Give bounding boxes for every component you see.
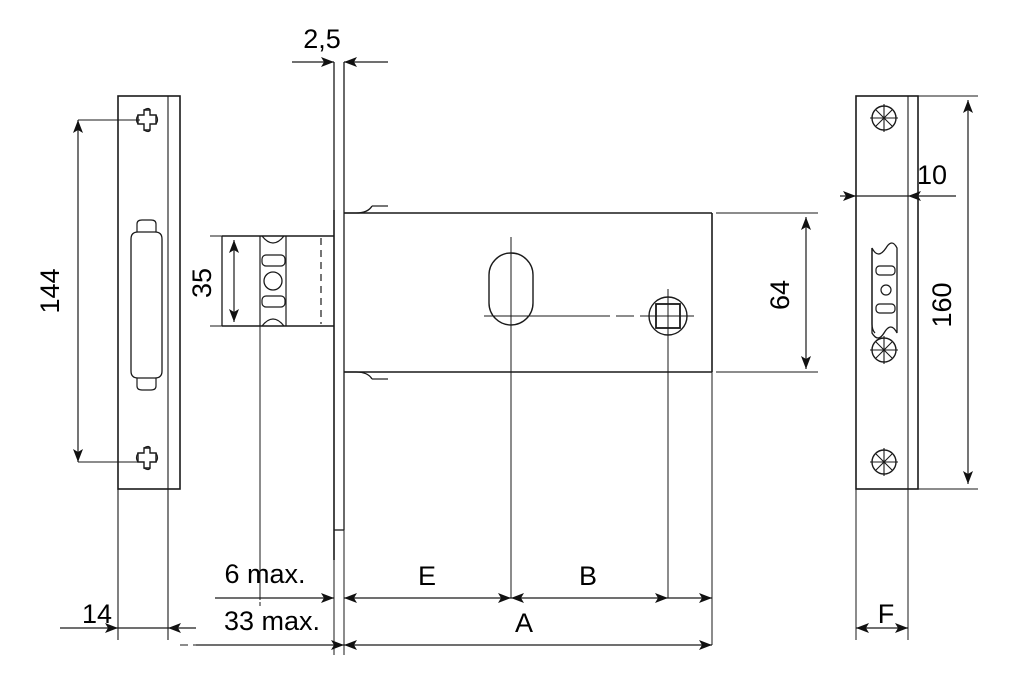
- dim-144: [73, 119, 140, 463]
- label-E: E: [418, 561, 436, 591]
- faceplate-front-view: [117, 95, 181, 640]
- strike-screw-bottom: [870, 448, 898, 476]
- label-A: A: [515, 608, 533, 638]
- label-F: F: [878, 599, 895, 629]
- strike-screw-top: [870, 104, 898, 132]
- faceplate-latch-opening: [130, 219, 163, 391]
- label-64: 64: [765, 280, 795, 310]
- label-33max: 33 max.: [224, 606, 320, 636]
- label-14: 14: [82, 599, 112, 629]
- label-B: B: [579, 561, 597, 591]
- label-10: 10: [917, 160, 947, 190]
- cylinder-hole: [484, 237, 540, 400]
- lock-case-outline: [344, 205, 713, 380]
- lock-body-side-view: [221, 62, 713, 655]
- label-6max: 6 max.: [224, 559, 305, 589]
- label-144: 144: [35, 268, 65, 313]
- strike-plate-front-view: [855, 95, 919, 640]
- faceplate-screw-bottom: [135, 445, 159, 471]
- strike-screw-middle: [870, 336, 898, 364]
- faceplate-outline: [117, 95, 181, 490]
- dim-row-upper: [215, 560, 712, 606]
- strike-latch-opening: [871, 242, 898, 339]
- label-2-5: 2,5: [303, 24, 341, 54]
- spindle-hole: [642, 289, 694, 400]
- dim-160: [912, 95, 978, 490]
- label-35: 35: [187, 268, 217, 298]
- latch-bolt-projection: [221, 235, 334, 600]
- dim-35: [210, 235, 248, 327]
- strike-plate-outline: [855, 95, 919, 490]
- label-160: 160: [927, 282, 957, 327]
- dim-64: [716, 212, 818, 373]
